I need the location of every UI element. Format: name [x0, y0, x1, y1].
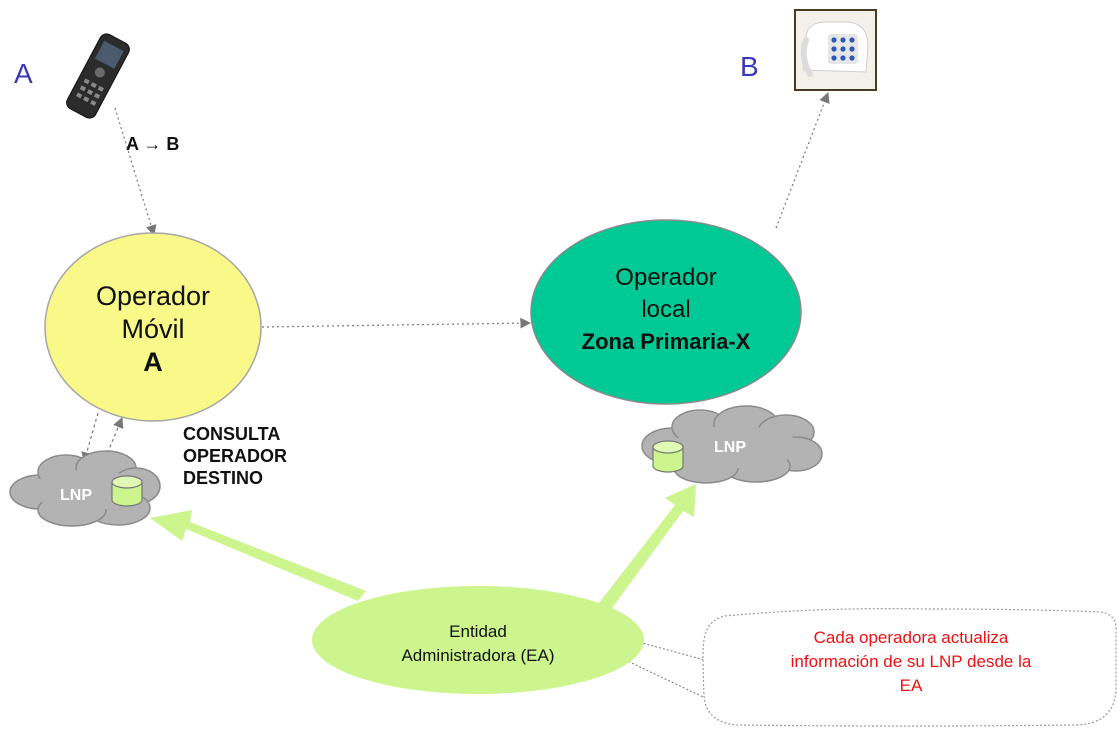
query-label-line2: OPERADOR [183, 446, 288, 466]
admin-entity-line1: Entidad [449, 622, 507, 641]
database-icon-right [652, 440, 684, 473]
local-operator-label: Operador local Zona Primaria-X [576, 262, 756, 358]
admin-entity-node [312, 586, 644, 694]
local-operator-line2: local [641, 296, 691, 323]
lnp-right-label: LNP [714, 439, 746, 456]
desk-telephone-icon [794, 9, 877, 91]
mobile-operator-node [44, 232, 262, 422]
update-arrow-to-left-lnp [150, 510, 366, 601]
endpoint-a-label: A [14, 58, 33, 89]
lnp-left-label: LNP [60, 487, 92, 504]
call-direction-label: A → B [126, 134, 180, 154]
call-path-mobile-to-local-operator [261, 317, 532, 329]
admin-entity-label: Entidad Administradora (EA) [378, 620, 578, 668]
local-operator-line3: Zona Primaria-X [581, 329, 751, 354]
query-label-line1: CONSULTA [183, 424, 281, 444]
callout-line3: EA [899, 676, 923, 695]
query-label: CONSULTA OPERADOR DESTINO [183, 423, 287, 489]
local-operator-node [530, 219, 802, 405]
mobile-phone-icon [66, 33, 130, 119]
endpoint-b-label: B [740, 51, 759, 82]
update-arrow-to-right-lnp [592, 484, 696, 619]
call-path-local-operator-to-b [775, 91, 830, 229]
database-icon-left [111, 475, 143, 507]
callout-line1: Cada operadora actualiza [813, 628, 1009, 647]
mobile-operator-label: Operador Móvil A [73, 280, 233, 379]
local-operator-line1: Operador [615, 264, 717, 291]
callout-box [702, 608, 1117, 727]
call-path-a-to-mobile-operator [114, 107, 157, 237]
callout-line2: información de su LNP desde la [790, 652, 1032, 671]
mobile-operator-line2: Móvil [121, 314, 185, 344]
lnp-query-request-arrow [81, 412, 99, 464]
query-label-line3: DESTINO [183, 468, 264, 488]
mobile-operator-line1: Operador [95, 281, 211, 311]
mobile-operator-line3: A [143, 347, 163, 377]
admin-entity-line2: Administradora (EA) [401, 646, 555, 665]
callout-text: Cada operadora actualiza información de … [712, 626, 1110, 698]
